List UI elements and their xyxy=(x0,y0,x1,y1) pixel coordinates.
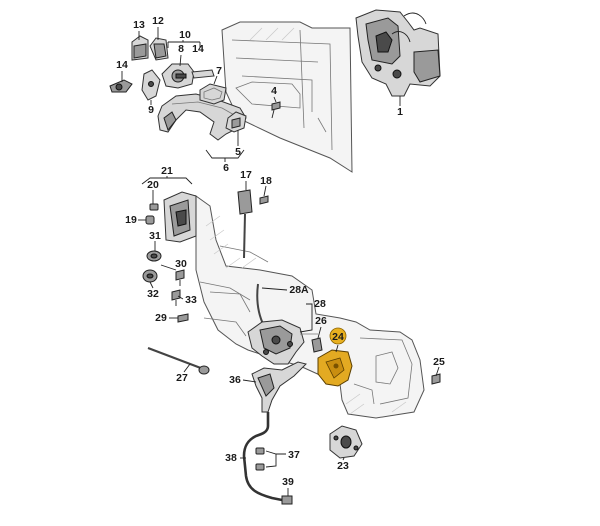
label-24: 24 xyxy=(332,331,344,343)
highlight-marker-24 xyxy=(329,327,347,345)
part-23-striker-plate xyxy=(329,425,363,459)
label-20: 20 xyxy=(147,179,159,191)
label-36: 36 xyxy=(229,374,241,386)
part-9-lever xyxy=(141,69,161,101)
part-7-gasket xyxy=(199,83,227,105)
part-38-bowden-cable xyxy=(242,412,283,502)
part-24-door-lock-highlighted xyxy=(317,349,353,387)
label-31: 31 xyxy=(149,230,161,242)
label-12: 12 xyxy=(152,15,164,27)
part-36-release-lever xyxy=(251,361,307,413)
label-7: 7 xyxy=(216,65,222,77)
part-8-lock-cylinder xyxy=(161,63,215,89)
label-17: 17 xyxy=(240,169,252,181)
label-18: 18 xyxy=(260,175,272,187)
upper-door-panel xyxy=(221,21,353,173)
label-27: 27 xyxy=(176,372,188,384)
part-12-cap xyxy=(149,37,169,61)
label-28a: 28A xyxy=(289,284,309,296)
label-13: 13 xyxy=(133,19,145,31)
label-29: 29 xyxy=(155,312,167,324)
label-28: 28 xyxy=(314,298,326,310)
part-1-door-lock-assembly xyxy=(355,9,441,97)
label-8: 8 xyxy=(178,43,184,55)
part-17-lock-rod xyxy=(237,189,253,259)
label-21: 21 xyxy=(161,165,173,177)
part-6-exterior-door-handle xyxy=(157,93,247,141)
leader-lines xyxy=(121,27,440,496)
part-20-clip xyxy=(149,203,159,211)
part-14-screw xyxy=(109,79,133,93)
lower-door-panel xyxy=(195,195,425,419)
label-6: 6 xyxy=(223,162,229,174)
part-21-inner-handle-housing xyxy=(163,191,197,243)
label-5: 5 xyxy=(235,146,241,158)
label-4: 4 xyxy=(271,85,277,97)
label-26: 26 xyxy=(315,315,327,327)
part-28-lock-mechanism xyxy=(247,319,318,365)
label-14-upper: 14 xyxy=(192,43,204,55)
part-37-cable-clips xyxy=(255,447,265,471)
part-5-cap xyxy=(225,111,247,133)
label-32: 32 xyxy=(147,288,159,300)
part-30-screw xyxy=(175,269,185,286)
label-39: 39 xyxy=(282,476,294,488)
part-25-screw xyxy=(431,373,441,385)
label-1: 1 xyxy=(397,106,403,118)
label-33: 33 xyxy=(185,294,197,306)
part-33-screw xyxy=(171,289,181,306)
part-27-release-cable xyxy=(147,346,210,375)
label-38: 38 xyxy=(225,452,237,464)
label-30: 30 xyxy=(175,258,187,270)
part-32-grommet xyxy=(142,269,158,283)
label-25: 25 xyxy=(433,356,445,368)
part-13-bracket xyxy=(131,35,149,61)
label-14-left: 14 xyxy=(116,59,128,71)
label-19: 19 xyxy=(125,214,137,226)
part-39-cable-end xyxy=(281,495,293,505)
part-26-screw xyxy=(311,337,323,353)
part-4-screw xyxy=(271,101,281,119)
part-18-screw xyxy=(259,195,269,205)
part-31-grommet xyxy=(146,250,162,262)
part-29-screw xyxy=(177,313,189,323)
label-23: 23 xyxy=(337,460,349,472)
part-19-clip xyxy=(145,215,155,225)
label-10: 10 xyxy=(179,29,191,41)
part-labels: 13 12 10 8 14 7 14 9 4 1 5 6 21 20 17 18… xyxy=(116,15,445,488)
label-9: 9 xyxy=(148,104,154,116)
label-37: 37 xyxy=(288,449,300,461)
